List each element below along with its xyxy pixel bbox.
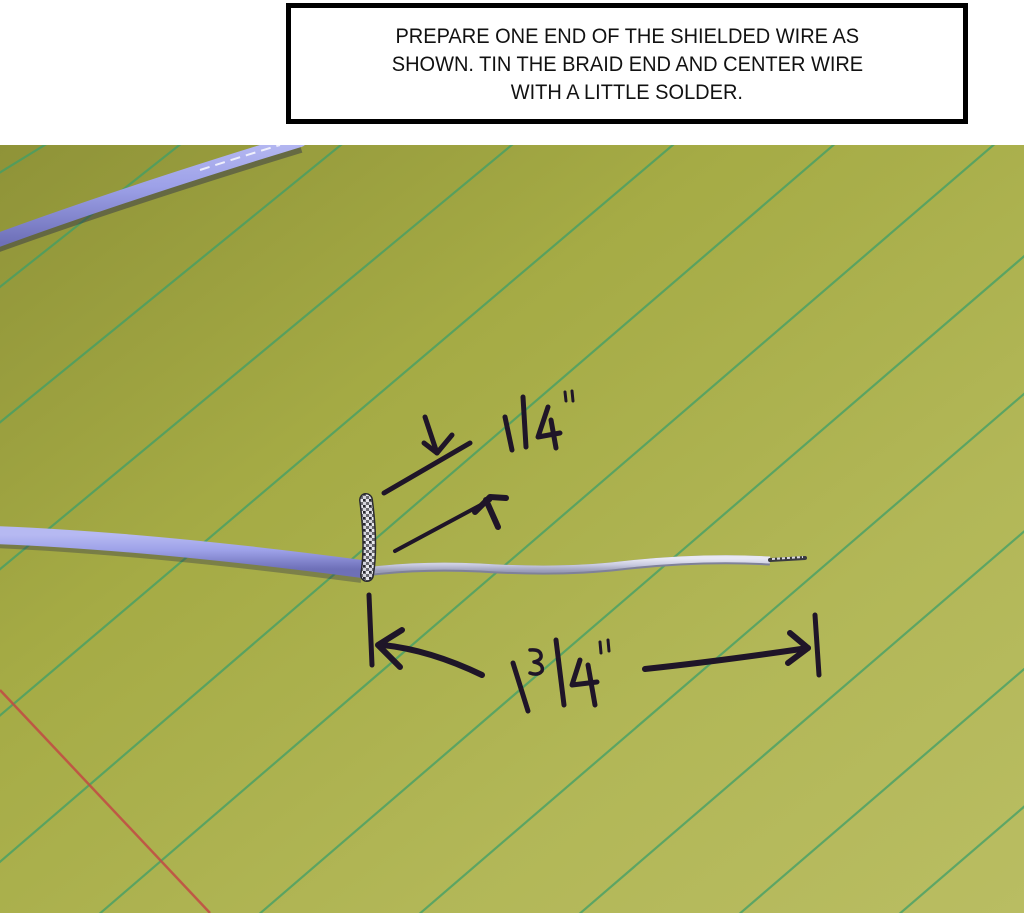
instruction-caption-box: PREPARE ONE END OF THE SHIELDED WIRE AS … [286,3,968,124]
caption-line-1: PREPARE ONE END OF THE SHIELDED WIRE AS [395,23,859,48]
ruled-lines [0,145,1024,913]
legal-pad-paper [0,145,1024,913]
caption-line-3: WITH A LITTLE SOLDER. [510,79,744,104]
caption-line-2: SHOWN. TIN THE BRAID END AND CENTER WIRE [391,51,863,76]
margin-line [0,689,211,913]
ink-annotations [366,389,822,714]
shielded-wire-photo [0,145,1024,913]
